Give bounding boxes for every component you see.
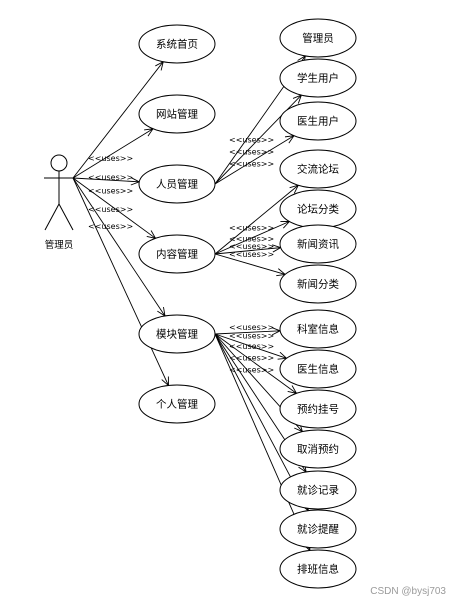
uses-label: <<uses>> — [229, 160, 274, 169]
use-case-xuesheng: 学生用户 — [279, 58, 357, 98]
use-case-xitong: 系统首页 — [138, 24, 216, 64]
relation-line — [72, 177, 169, 386]
use-case-label: 预约挂号 — [297, 403, 339, 416]
use-case-xinwen-zixun: 新闻资讯 — [279, 224, 357, 264]
actor-right-leg — [58, 203, 74, 231]
use-case-geren: 个人管理 — [138, 384, 216, 424]
relation-line — [72, 177, 140, 183]
use-case-guanliyuan: 管理员 — [279, 18, 357, 58]
use-case-quxiao: 取消预约 — [279, 429, 357, 469]
use-case-jiuzhen-tixing: 就诊提醒 — [279, 509, 357, 549]
use-case-ellipse — [279, 18, 357, 58]
use-case-label: 论坛分类 — [297, 203, 339, 216]
use-case-wangzhan: 网站管理 — [138, 94, 216, 134]
relation-line — [214, 333, 297, 394]
uses-label: <<uses>> — [229, 136, 274, 145]
use-case-label: 取消预约 — [297, 443, 339, 456]
use-case-ellipse — [279, 389, 357, 429]
use-case-label: 就诊提醒 — [297, 523, 339, 536]
use-case-ellipse — [279, 349, 357, 389]
uses-label: <<uses>> — [88, 173, 133, 182]
use-case-ellipse — [279, 224, 357, 264]
use-case-ellipse — [279, 101, 357, 141]
use-case-label: 交流论坛 — [297, 163, 339, 176]
uses-label: <<uses>> — [229, 147, 274, 156]
use-case-label: 医生信息 — [297, 363, 339, 376]
use-case-ellipse — [138, 234, 216, 274]
use-case-ellipse — [279, 470, 357, 510]
use-case-label: 医生用户 — [297, 115, 339, 128]
uses-label: <<uses>> — [88, 186, 133, 195]
relation-line — [214, 221, 290, 255]
relation-line — [72, 177, 166, 317]
use-case-yisheng-xinxi: 医生信息 — [279, 349, 357, 389]
relation-line — [72, 177, 156, 239]
uses-label: <<uses>> — [229, 223, 274, 232]
watermark: CSDN @bysj703 — [370, 586, 446, 597]
relation-line — [214, 333, 287, 359]
use-case-ellipse — [138, 164, 216, 204]
use-case-jiuzhen-jilu: 就诊记录 — [279, 470, 357, 510]
use-case-ellipse — [138, 94, 216, 134]
use-case-label: 就诊记录 — [297, 484, 339, 497]
use-case-ellipse — [279, 549, 357, 589]
relation-line — [214, 330, 281, 335]
use-case-xinwen-fenlei: 新闻分类 — [279, 264, 357, 304]
use-case-label: 新闻资讯 — [297, 238, 339, 251]
use-case-label: 管理员 — [302, 32, 334, 45]
uses-label: <<uses>> — [229, 234, 274, 243]
actor-head — [50, 154, 68, 172]
use-case-yisheng-yonghu: 医生用户 — [279, 101, 357, 141]
use-case-ellipse — [279, 309, 357, 349]
use-case-jiaoliu: 交流论坛 — [279, 149, 357, 189]
relation-line — [214, 135, 295, 185]
use-case-ellipse — [138, 314, 216, 354]
use-case-label: 内容管理 — [156, 248, 198, 261]
use-case-label: 个人管理 — [156, 398, 198, 411]
use-case-label: 科室信息 — [297, 323, 339, 336]
use-case-keshi: 科室信息 — [279, 309, 357, 349]
use-case-ellipse — [138, 24, 216, 64]
uses-label: <<uses>> — [229, 323, 274, 332]
use-case-luntan-fenlei: 论坛分类 — [279, 189, 357, 229]
use-case-label: 新闻分类 — [297, 278, 339, 291]
uses-label: <<uses>> — [229, 353, 274, 362]
relation-line — [72, 128, 154, 179]
use-case-label: 人员管理 — [156, 178, 198, 191]
uses-label: <<uses>> — [229, 365, 274, 374]
relation-line — [214, 247, 281, 255]
use-case-paiban: 排班信息 — [279, 549, 357, 589]
relation-line — [72, 61, 164, 179]
use-case-ellipse — [279, 509, 357, 549]
uses-label: <<uses>> — [88, 154, 133, 163]
actor-label: 管理员 — [45, 239, 74, 251]
use-case-label: 模块管理 — [156, 328, 198, 341]
uses-label: <<uses>> — [88, 205, 133, 214]
actor: 管理员 — [44, 154, 74, 251]
use-case-renyuan: 人员管理 — [138, 164, 216, 204]
use-case-ellipse — [138, 384, 216, 424]
use-case-label: 排班信息 — [297, 563, 339, 576]
actor-left-leg — [44, 203, 60, 231]
uses-label: <<uses>> — [229, 342, 274, 351]
use-case-ellipse — [279, 58, 357, 98]
use-case-ellipse — [279, 429, 357, 469]
use-case-ellipse — [279, 149, 357, 189]
use-case-neirong: 内容管理 — [138, 234, 216, 274]
uses-label: <<uses>> — [88, 222, 133, 231]
uses-label: <<uses>> — [229, 331, 274, 340]
use-case-label: 学生用户 — [297, 72, 339, 85]
use-case-ellipse — [279, 264, 357, 304]
uses-label: <<uses>> — [229, 242, 274, 251]
relation-line — [214, 184, 299, 255]
relation-line — [214, 253, 286, 275]
use-case-label: 网站管理 — [156, 108, 198, 121]
use-case-yuyue: 预约挂号 — [279, 389, 357, 429]
use-case-label: 系统首页 — [156, 38, 198, 51]
uses-label: <<uses>> — [229, 250, 274, 259]
use-case-mokuai: 模块管理 — [138, 314, 216, 354]
